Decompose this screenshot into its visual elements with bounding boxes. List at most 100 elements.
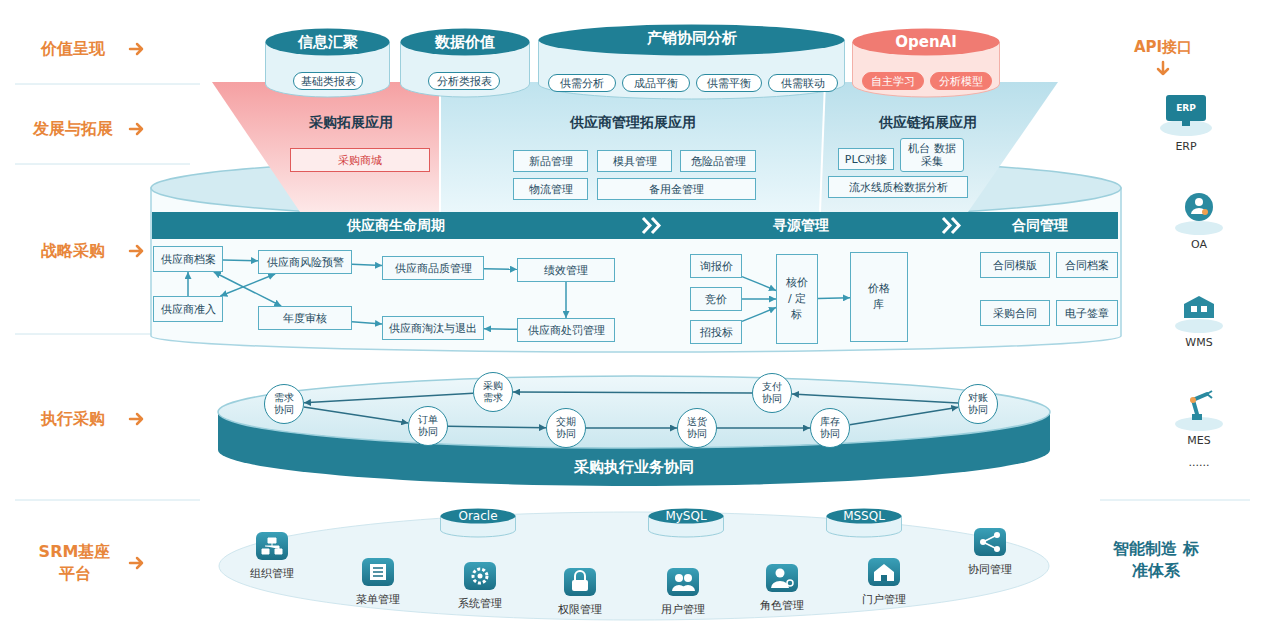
annotation-label: OA xyxy=(1169,238,1229,251)
node-text: 分析模型 xyxy=(939,74,983,89)
report-pill: 分析类报表 xyxy=(428,72,500,90)
extension-section: 采购拓展应用采购商城 xyxy=(262,110,440,206)
node-text: 供应商处罚管理 xyxy=(528,323,605,338)
annotation-label: 角色管理 xyxy=(742,598,822,613)
annotation-label: 智能制造 标准体系 xyxy=(1106,538,1206,582)
node-text: 绩效管理 xyxy=(544,263,588,278)
module-box: 供应商风险预警 xyxy=(258,250,352,274)
node-text: 分析类报表 xyxy=(437,74,492,89)
ai-pill: 自主学习 xyxy=(862,72,924,90)
module-box: 合同模版 xyxy=(980,252,1050,278)
node-text: 产销协同分析 xyxy=(538,29,845,47)
collab-circle: 库存协同 xyxy=(810,408,850,448)
node-text: PLC对接 xyxy=(845,152,887,167)
flow-arrow xyxy=(513,391,752,393)
node-text: 信息汇聚 xyxy=(265,33,390,51)
module-box: 采购合同 xyxy=(980,300,1050,326)
module-box: 流水线质检数据分析 xyxy=(828,176,968,198)
node-text: 自主学习 xyxy=(871,74,915,89)
collab-circle: 采购需求 xyxy=(473,372,513,412)
node-text: 采购合同 xyxy=(993,306,1037,321)
node-text: 供应商生命周期 xyxy=(347,217,445,235)
node-text: MySQL xyxy=(648,508,724,524)
flow-arrow xyxy=(220,274,275,296)
flow-arrow xyxy=(565,282,567,318)
annotation-label: ERP xyxy=(1156,140,1216,153)
annotation-label: API接口 xyxy=(1118,38,1208,57)
node-text: 流水线质检数据分析 xyxy=(849,180,948,195)
node-text: 采购拓展应用 xyxy=(262,114,440,132)
flow-arrow xyxy=(850,407,959,425)
module-box: 电子签章 xyxy=(1056,300,1118,326)
module-box: 供应商品质管理 xyxy=(382,256,484,280)
node-text: 供需分析 xyxy=(560,76,604,91)
flow-arrow xyxy=(352,322,382,324)
node-text: 模具管理 xyxy=(613,154,657,169)
flow-arrow xyxy=(352,264,382,265)
node-text: 核价 / 定标 xyxy=(784,275,809,323)
module-box: 价格库 xyxy=(850,252,908,342)
node-text: 招投标 xyxy=(700,325,733,340)
extension-section: 供应商管理拓展应用新品管理模具管理危险品管理物流管理备用金管理 xyxy=(445,110,820,208)
section-band: 合同管理 xyxy=(962,212,1118,239)
node-text: OpenAI xyxy=(852,33,1000,51)
annotation-label: 价值呈现 xyxy=(20,38,125,60)
annotation-label: 系统管理 xyxy=(440,596,520,611)
flow-arrow xyxy=(304,407,408,423)
collab-circle: 送货协同 xyxy=(677,408,717,448)
report-pill: 供需分析 xyxy=(548,74,616,92)
module-box: 招投标 xyxy=(690,320,742,344)
module-box: 核价 / 定标 xyxy=(776,254,818,344)
node-text: 对账协同 xyxy=(968,392,988,416)
node-text: 询报价 xyxy=(700,259,733,274)
data-cylinder: 信息汇聚基础类报表 xyxy=(265,28,390,98)
module-box: 合同档案 xyxy=(1056,252,1118,278)
node-text: 送货协同 xyxy=(687,416,707,440)
node-text: 基础类报表 xyxy=(301,74,356,89)
node-text: 供应商品质管理 xyxy=(395,261,472,276)
flow-arrow xyxy=(187,272,189,296)
node-text: 年度审核 xyxy=(283,311,327,326)
annotation-label: 门户管理 xyxy=(844,592,924,607)
node-text: 价格库 xyxy=(866,281,891,313)
node-text: 合同档案 xyxy=(1065,258,1109,273)
flow-arrow xyxy=(792,394,958,403)
node-text: 订单协同 xyxy=(418,414,438,438)
collab-circle: 支付协同 xyxy=(752,373,792,413)
section-band: 寻源管理 xyxy=(662,212,940,239)
module-box: 询报价 xyxy=(690,254,742,278)
extension-section: 供应链拓展应用PLC对接机台 数据采集流水线质检数据分析 xyxy=(830,110,1025,206)
annotation-label: 战略采购 xyxy=(20,240,125,262)
flow-arrow xyxy=(717,427,810,429)
node-text: 采购需求 xyxy=(483,380,503,404)
module-box: 供应商档案 xyxy=(153,246,223,272)
collab-circle: 对账协同 xyxy=(958,384,998,424)
report-pill: 供需平衡 xyxy=(696,74,762,92)
node-text: MSSQL xyxy=(826,508,902,524)
module-box: 供应商淘汰与退出 xyxy=(382,316,484,340)
collab-circle: 订单协同 xyxy=(408,406,448,446)
flow-arrow xyxy=(484,268,517,270)
flow-arrow xyxy=(818,297,850,299)
node-text: 合同管理 xyxy=(1012,217,1068,235)
flow-arrow xyxy=(586,427,677,429)
node-text: 供应商档案 xyxy=(161,252,216,267)
node-text: 供需联动 xyxy=(781,76,825,91)
collab-circle: 交期协同 xyxy=(546,408,586,448)
report-pill: 基础类报表 xyxy=(293,72,363,90)
ai-cylinder: OpenAI 自主学习 分析模型 xyxy=(852,28,1000,98)
module-box: 备用金管理 xyxy=(597,178,756,200)
node-text: 采购执行业务协同 xyxy=(218,458,1050,477)
flow-arrow xyxy=(484,328,517,330)
data-cylinder: 数据价值分析类报表 xyxy=(400,28,530,98)
annotation-label: ...... xyxy=(1169,456,1229,469)
module-box: 年度审核 xyxy=(258,306,352,330)
annotation-label: 组织管理 xyxy=(232,566,312,581)
annotation-label: 菜单管理 xyxy=(338,592,418,607)
module-box: 绩效管理 xyxy=(517,258,615,282)
collab-disk: 采购执行业务协同需求协同采购需求订单协同交期协同送货协同支付协同库存协同对账协同 xyxy=(218,370,1050,484)
node-text: 供应商准入 xyxy=(161,302,216,317)
ai-pill: 分析模型 xyxy=(930,72,992,90)
annotation-label: WMS xyxy=(1169,336,1229,349)
